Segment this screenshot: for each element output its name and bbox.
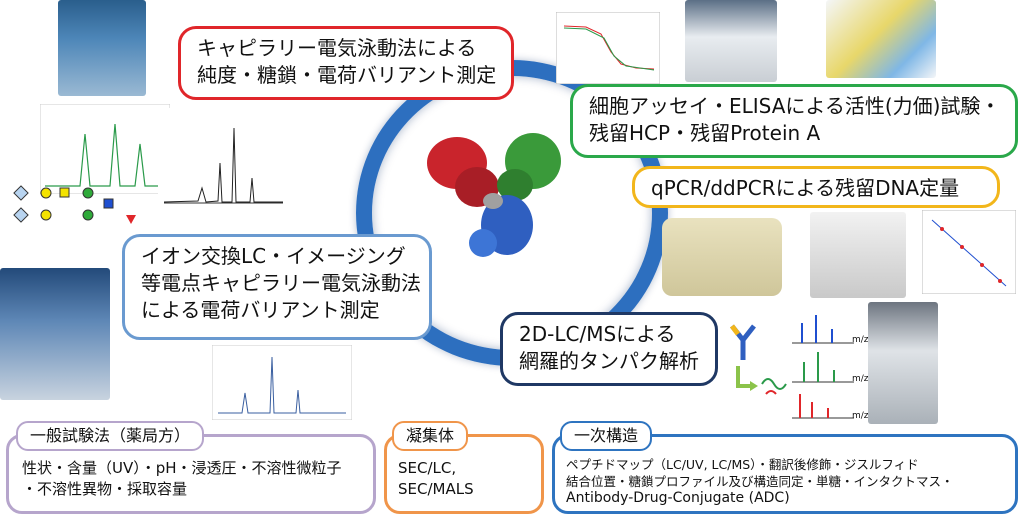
ms-axis-label-3: m/z xyxy=(852,411,869,421)
callout-ion-exchange-line-1: イオン交換LC・イメージング xyxy=(141,244,406,268)
qpcr-instrument-photo xyxy=(662,218,782,296)
callout-lcms-line-2: 網羅的タンパク解析 xyxy=(519,349,699,373)
lc-system-photo xyxy=(0,268,110,400)
callout-ion-exchange-line-2: 等電点キャピラリー電気泳動法 xyxy=(141,271,421,295)
icief-trace-plot xyxy=(212,345,352,420)
callout-qpcr-line-1: qPCR/ddPCRによる残留DNA定量 xyxy=(651,176,960,200)
primary-structure-line-2: 結合位置・糖鎖プロファイル及び構造同定・単糖・インタクトマス・ xyxy=(566,474,954,489)
antibody-structure-icon xyxy=(427,133,561,257)
glycan-profile-plot xyxy=(158,108,288,218)
plate-reader-photo xyxy=(685,0,777,82)
callout-cell-assay: 細胞アッセイ・ELISAによる活性(力価)試験・ 残留HCP・残留Protein… xyxy=(570,84,1018,158)
enzyme-digestion-icon xyxy=(736,366,787,395)
ms-axis-label-2: m/z xyxy=(852,374,869,384)
callout-ce-purity: キャピラリー電気泳動法による 純度・糖鎖・電荷バリアント測定 xyxy=(178,26,514,100)
ce-instrument-photo xyxy=(58,0,146,96)
ms-spectrum-blue xyxy=(792,315,854,344)
callout-ce-purity-line-1: キャピラリー電気泳動法による xyxy=(197,36,477,60)
aggregate-body: SEC/LC, SEC/MALS xyxy=(398,458,474,500)
general-tests-body: 性状・含量（UV）・pH・浸透圧・不溶性微粒子 ・不溶性異物・採取容量 xyxy=(22,458,342,500)
assay-curve-plot xyxy=(556,12,660,84)
general-tests-line-1: 性状・含量（UV）・pH・浸透圧・不溶性微粒子 xyxy=(22,459,342,477)
primary-structure-line-1: ペプチドマップ（LC/UV, LC/MS）・翻訳後修飾・ジスルフィド xyxy=(566,457,919,472)
callout-lcms: 2D-LC/MSによる 網羅的タンパク解析 xyxy=(500,312,718,386)
primary-structure-title-text: 一次構造 xyxy=(574,426,639,445)
callout-qpcr: qPCR/ddPCRによる残留DNA定量 xyxy=(632,166,1000,208)
ms-spectrum-green xyxy=(792,352,854,383)
callout-lcms-line-1: 2D-LC/MSによる xyxy=(519,322,676,346)
aggregate-line-1: SEC/LC, xyxy=(398,459,457,477)
aggregate-title-text: 凝集体 xyxy=(406,426,455,445)
callout-ce-purity-line-2: 純度・糖鎖・電荷バリアント測定 xyxy=(197,63,497,87)
primary-structure-body: ペプチドマップ（LC/UV, LC/MS）・翻訳後修飾・ジスルフィド 結合位置・… xyxy=(566,456,954,507)
callout-cell-assay-line-1: 細胞アッセイ・ELISAによる活性(力価)試験・ xyxy=(589,94,1001,118)
callout-ion-exchange: イオン交換LC・イメージング 等電点キャピラリー電気泳動法 による電荷バリアント… xyxy=(122,234,432,340)
ddpcr-instrument-photo xyxy=(810,212,906,298)
general-tests-line-2: ・不溶性異物・採取容量 xyxy=(22,480,188,498)
ms-axis-label-1: m/z xyxy=(852,335,869,345)
ce-electropherogram-plot xyxy=(40,104,170,194)
aggregate-line-2: SEC/MALS xyxy=(398,480,474,498)
antibody-icon xyxy=(730,324,756,360)
primary-structure-line-3: Antibody-Drug-Conjugate (ADC) xyxy=(566,490,790,506)
mass-spectrometer-photo xyxy=(868,302,938,424)
standard-curve-plot xyxy=(922,210,1016,294)
elisa-plate-photo xyxy=(826,0,936,78)
ms-spectrum-red xyxy=(792,394,854,419)
callout-cell-assay-line-2: 残留HCP・残留Protein A xyxy=(589,121,821,145)
glycan-structure-icon xyxy=(13,185,136,224)
general-tests-title-text: 一般試験法（薬局方） xyxy=(30,426,191,445)
general-tests-title: 一般試験法（薬局方） xyxy=(16,421,205,451)
callout-ion-exchange-line-3: による電荷バリアント測定 xyxy=(141,298,380,322)
primary-structure-title: 一次構造 xyxy=(560,421,653,451)
aggregate-title: 凝集体 xyxy=(392,421,469,451)
